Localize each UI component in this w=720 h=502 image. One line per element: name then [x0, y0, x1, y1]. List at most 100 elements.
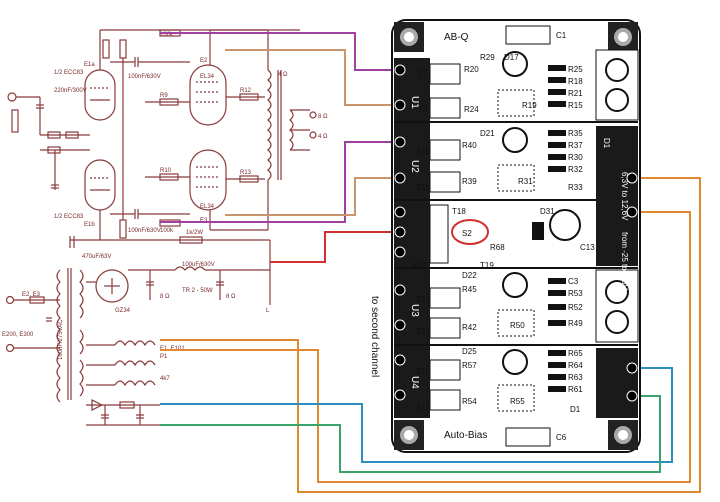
rectifier-gz34 — [95, 269, 129, 303]
svg-text:4 Ω: 4 Ω — [318, 134, 328, 140]
svg-text:T10: T10 — [416, 147, 430, 156]
svg-text:R55: R55 — [510, 397, 525, 406]
svg-text:E1a: E1a — [84, 62, 95, 68]
svg-text:R35: R35 — [568, 129, 583, 138]
wire-blue — [160, 367, 673, 463]
label-heater-range: 6,3V to 12,6V — [620, 172, 629, 221]
svg-text:R20: R20 — [464, 65, 479, 74]
svg-text:GZ34: GZ34 — [115, 308, 131, 314]
svg-text:R57: R57 — [462, 361, 477, 370]
svg-text:R10: R10 — [160, 168, 172, 174]
svg-text:T7: T7 — [418, 69, 428, 78]
svg-text:100k: 100k — [160, 32, 174, 38]
svg-text:T17: T17 — [416, 403, 430, 412]
svg-text:R49: R49 — [568, 319, 583, 328]
svg-text:TR 2 - 50W: TR 2 - 50W — [182, 288, 213, 294]
svg-text:R37: R37 — [568, 141, 583, 150]
svg-text:470uF/63V: 470uF/63V — [82, 254, 111, 260]
svg-text:220nF/300V: 220nF/300V — [54, 88, 87, 94]
svg-text:E1b: E1b — [84, 222, 95, 228]
section-u4-label: U4 — [409, 376, 420, 389]
wire-orange-inner — [160, 211, 691, 483]
svg-text:D1: D1 — [570, 405, 581, 414]
svg-text:R61: R61 — [568, 385, 583, 394]
svg-text:EL34: EL34 — [200, 74, 215, 80]
svg-text:D31: D31 — [540, 207, 555, 216]
diode-d1 — [91, 399, 104, 411]
svg-text:C1: C1 — [556, 31, 567, 40]
interconnect-wires — [160, 32, 701, 493]
svg-text:R40: R40 — [462, 141, 477, 150]
tube-e2-el34 — [189, 64, 227, 126]
pot-p1 — [11, 109, 19, 133]
mains-jack-1 — [5, 295, 15, 305]
svg-text:S2: S2 — [462, 229, 472, 238]
svg-text:R18: R18 — [568, 77, 583, 86]
svg-text:D21: D21 — [480, 129, 495, 138]
side-note: to second channel — [369, 296, 380, 377]
svg-text:1/2 ECC83: 1/2 ECC83 — [54, 70, 84, 76]
wire-tan-bottom — [225, 177, 400, 216]
board-footer: Auto-Bias — [444, 430, 487, 441]
wire-orange-outer — [160, 177, 701, 493]
svg-text:8 Ω: 8 Ω — [226, 294, 236, 300]
tube-e3-el34 — [189, 149, 227, 211]
svg-text:R21: R21 — [568, 89, 583, 98]
svg-text:1k/2W: 1k/2W — [186, 230, 203, 236]
svg-text:R53: R53 — [568, 289, 583, 298]
svg-text:R15: R15 — [568, 101, 583, 110]
svg-text:T14: T14 — [416, 327, 430, 336]
mounting-holes — [394, 22, 638, 450]
amplifier-schematic: 220nF/300V 1/2 ECC83 1/2 ECC83 E1a E1b E… — [2, 29, 328, 426]
svg-text:4 Ω: 4 Ω — [278, 72, 288, 78]
trimmer-s2[interactable] — [451, 219, 489, 245]
svg-text:R9: R9 — [160, 93, 168, 99]
section-u2-label: U2 — [409, 160, 420, 173]
svg-text:100uF/630V: 100uF/630V — [182, 262, 215, 268]
svg-text:100nF/275VAC: 100nF/275VAC — [58, 319, 64, 360]
wire-red-bias — [270, 231, 400, 263]
svg-text:E2, E3: E2, E3 — [22, 292, 41, 298]
pin-strip-right — [596, 126, 638, 266]
svg-text:R30: R30 — [568, 153, 583, 162]
svg-text:T18: T18 — [452, 207, 466, 216]
svg-text:D17: D17 — [504, 53, 519, 62]
svg-text:R54: R54 — [462, 397, 477, 406]
svg-text:R29: R29 — [480, 53, 495, 62]
svg-text:C13: C13 — [580, 243, 595, 252]
pcb-board: AB-Q Auto-Bias C1 C6 — [369, 19, 641, 453]
wire-purple-bottom — [160, 141, 400, 223]
svg-text:4k7: 4k7 — [160, 376, 170, 382]
svg-text:R25: R25 — [568, 65, 583, 74]
svg-text:R52: R52 — [568, 303, 583, 312]
svg-text:T16: T16 — [416, 367, 430, 376]
input-jack — [7, 92, 17, 102]
section-u3-label: U3 — [409, 304, 420, 317]
wire-tan-top — [225, 49, 400, 106]
svg-text:8 Ω: 8 Ω — [318, 114, 328, 120]
label-d1: D1 — [602, 138, 611, 149]
svg-text:8 Ω: 8 Ω — [160, 294, 170, 300]
label-bias-range: from -25 to -60V — [620, 232, 629, 290]
svg-text:R24: R24 — [464, 105, 479, 114]
tube-e1a — [84, 69, 116, 121]
wire-green — [160, 395, 661, 473]
wire-purple-top — [160, 32, 400, 71]
section-u1-label: U1 — [409, 96, 420, 109]
tube-e1b — [84, 159, 116, 211]
board-title: AB-Q — [444, 32, 469, 43]
svg-text:R45: R45 — [462, 285, 477, 294]
svg-text:R13: R13 — [240, 170, 252, 176]
mains-jack-2 — [5, 343, 15, 353]
svg-text:C6: C6 — [556, 433, 567, 442]
svg-text:D25: D25 — [462, 347, 477, 356]
power-transformer-tr1 — [56, 268, 84, 403]
svg-text:R50: R50 — [510, 321, 525, 330]
svg-text:E200, E300: E200, E300 — [2, 332, 34, 338]
svg-text:100k: 100k — [160, 228, 174, 234]
svg-text:T8: T8 — [418, 105, 428, 114]
svg-text:R42: R42 — [462, 323, 477, 332]
svg-text:E2: E2 — [200, 58, 208, 64]
